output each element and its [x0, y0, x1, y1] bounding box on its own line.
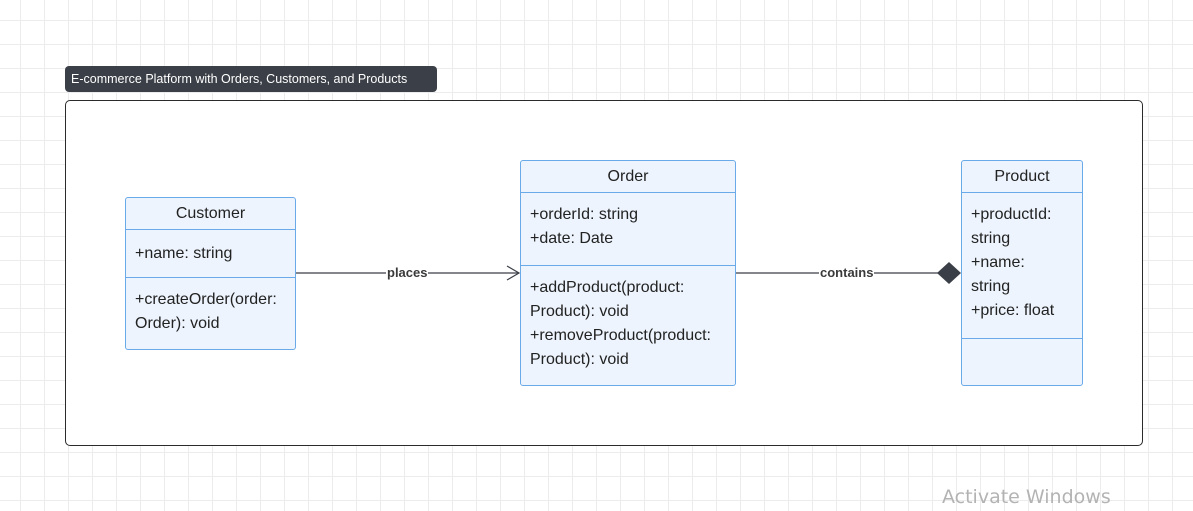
class-customer-name: Customer	[126, 198, 295, 230]
diagram-title: E-commerce Platform with Orders, Custome…	[65, 66, 437, 92]
method: +createOrder(order: Order): void	[135, 291, 277, 332]
class-product-methods	[962, 339, 1082, 355]
attribute: +orderId: string	[530, 206, 639, 223]
class-customer-attributes: +name: string	[126, 230, 295, 278]
class-product-name: Product	[962, 161, 1082, 193]
method: +addProduct(product: Product): void	[530, 279, 685, 320]
places-relation-label: places	[386, 265, 429, 280]
class-order-name: Order	[521, 161, 735, 193]
attribute: +date: Date	[530, 230, 614, 247]
contains-relation-label: contains	[819, 265, 875, 280]
contains-composition-diamond	[937, 262, 961, 284]
attribute: +price: float	[971, 302, 1055, 319]
class-customer[interactable]: Customer +name: string +createOrder(orde…	[125, 197, 296, 350]
class-customer-methods: +createOrder(order: Order): void	[126, 278, 295, 342]
places-open-arrowhead	[506, 265, 521, 281]
attribute: +productId: string	[971, 206, 1052, 247]
class-order-methods: +addProduct(product: Product): void +rem…	[521, 266, 735, 378]
class-product[interactable]: Product +productId: string +name: string…	[961, 160, 1083, 386]
activate-windows-watermark: Activate Windows	[942, 486, 1111, 508]
attribute: +name: string	[971, 254, 1025, 295]
class-product-attributes: +productId: string +name: string +price:…	[962, 193, 1082, 339]
class-order[interactable]: Order +orderId: string +date: Date +addP…	[520, 160, 736, 386]
attribute: +name: string	[135, 245, 233, 262]
method: +removeProduct(product: Product): void	[530, 327, 711, 368]
class-order-attributes: +orderId: string +date: Date	[521, 193, 735, 266]
